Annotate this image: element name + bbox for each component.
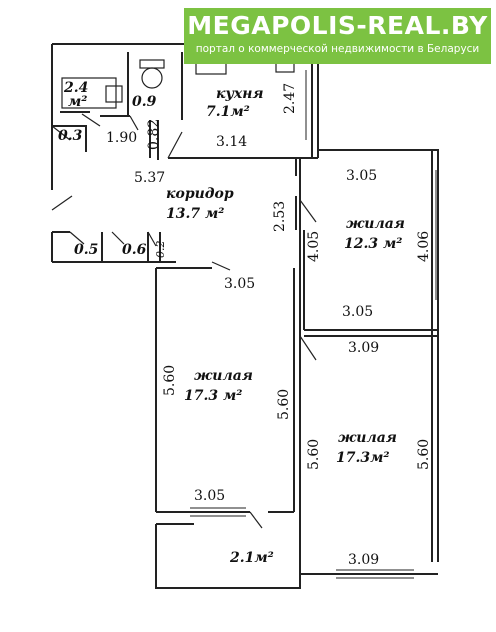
small-living-name: жилая [346,216,405,232]
dim-3-05-top-right: 3.05 [346,168,378,184]
door-balcony [249,511,263,529]
right-living-area: 17.3м² [336,450,390,466]
dim-2-47: 2.47 [282,82,298,114]
bathroom-area-number: 2.4 [64,80,89,96]
brand-title: MEGAPOLIS-REAL.BY [187,11,488,40]
brand-banner[interactable]: MEGAPOLIS-REAL.BY портал о коммерческой … [184,8,491,64]
door-closet-b [69,231,85,245]
dim-3-05-bottom-left: 3.05 [194,488,226,504]
door-left-room [211,261,231,271]
left-living-area: 17.3 м² [184,388,243,404]
kitchen-area: 7.1м² [206,104,250,120]
dim-4-05: 4.05 [306,230,322,262]
window-left-room [190,507,246,517]
door-right-room [299,335,317,361]
door-closet-d [147,231,157,247]
door-bath [81,113,101,127]
sink-bath [105,85,123,103]
closet-d-area: 0.2 [154,240,167,259]
small-living-area: 12.3 м² [344,236,403,252]
wall-right-outer [318,149,439,562]
wall-kitchen-left-bottom [149,120,159,160]
toilet-tank [139,59,165,69]
door-closet-a [51,125,71,141]
dim-4-06: 4.06 [416,230,432,262]
dim-0-82: 0.82 [146,118,162,150]
right-living-name: жилая [338,430,397,446]
bathroom-area-unit: м² [68,94,88,110]
toilet-bowl [141,67,163,89]
door-closet-c [111,231,125,245]
window-right-room [336,569,414,579]
dim-5-60-left-a: 5.60 [162,364,178,396]
corridor-name: коридор [166,186,234,202]
wc-area: 0.9 [132,94,157,110]
door-wc [129,115,139,131]
door-corridor-left [51,195,73,211]
dim-3-14: 3.14 [216,134,248,150]
dim-3-05-mid-right: 3.05 [342,304,374,320]
dim-2-53: 2.53 [272,200,288,232]
brand-subtitle: портал о коммерческой недвижимости в Бел… [195,43,480,55]
corridor-area: 13.7 м² [166,206,225,222]
dim-3-05-mid-left: 3.05 [224,276,256,292]
balcony-area: 2.1м² [230,550,274,566]
balcony-outline [155,523,301,589]
dim-3-09-bottom: 3.09 [348,552,380,568]
closet-a-area: 0.3 [58,128,83,144]
door-small-room [299,199,317,223]
wall-closet-a [52,125,87,152]
left-living-name: жилая [194,368,253,384]
dim-5-37: 5.37 [134,170,166,186]
dim-5-60-left-b: 5.60 [276,388,292,420]
dim-3-09-top: 3.09 [348,340,380,356]
door-kitchen [167,131,183,159]
dim-1-90: 1.90 [106,130,138,146]
wall-small-room-left [299,158,305,330]
kitchen-name: кухня [216,86,264,102]
closet-b-area: 0.5 [74,242,99,258]
bathtub [61,77,117,109]
dim-5-60-right-b: 5.60 [416,438,432,470]
dim-5-60-right-a: 5.60 [306,438,322,470]
closet-c-area: 0.6 [122,242,147,258]
